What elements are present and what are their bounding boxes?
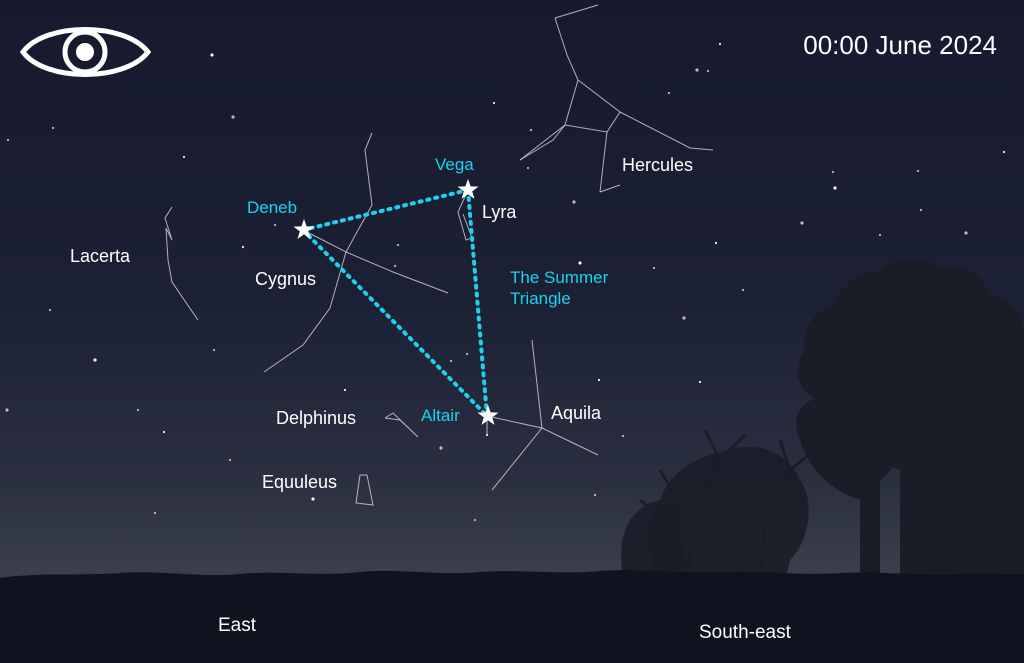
- background-star: [439, 446, 443, 450]
- label-lacerta: Lacerta: [70, 246, 131, 266]
- vega-star: [457, 179, 479, 199]
- background-star: [5, 408, 9, 412]
- eye-icon: [19, 27, 152, 77]
- background-star: [878, 233, 882, 237]
- background-star: [212, 348, 216, 352]
- summer-triangle-lines: [301, 188, 489, 418]
- background-star: [393, 264, 397, 268]
- background-star: [597, 378, 601, 382]
- background-star: [698, 380, 702, 384]
- background-star: [273, 223, 277, 227]
- label-southeast: South-east: [699, 622, 792, 643]
- background-star: [93, 358, 97, 362]
- background-star: [833, 186, 837, 190]
- background-star: [529, 128, 533, 132]
- background-star: [682, 316, 686, 320]
- background-star: [621, 434, 625, 438]
- background-star: [6, 138, 10, 142]
- background-star: [741, 288, 745, 292]
- background-star: [473, 518, 477, 522]
- background-star: [831, 170, 835, 174]
- altair-star: [477, 405, 499, 425]
- tree-branches: [639, 374, 1001, 601]
- label-vega: Vega: [435, 155, 474, 174]
- background-star: [593, 493, 597, 497]
- background-star: [572, 200, 576, 204]
- label-delphinus: Delphinus: [276, 408, 356, 428]
- datetime-label: 00:00 June 2024: [803, 30, 997, 60]
- background-star: [714, 241, 718, 245]
- background-star: [182, 155, 186, 159]
- ground-silhouette: [0, 570, 1024, 663]
- background-star: [396, 243, 400, 247]
- background-star: [153, 511, 157, 515]
- background-star: [231, 115, 235, 119]
- background-star: [449, 359, 453, 363]
- label-altair: Altair: [421, 406, 460, 425]
- label-summer-triangle-line2: Triangle: [510, 289, 571, 308]
- background-star: [241, 245, 245, 249]
- background-star: [706, 69, 710, 73]
- background-star: [800, 221, 804, 225]
- cygnus-lines: [263, 132, 449, 373]
- background-star: [695, 68, 699, 72]
- lyra-lines: [457, 189, 473, 241]
- deneb-star: [293, 219, 315, 239]
- background-star: [667, 91, 671, 95]
- tree-silhouettes: [620, 258, 1024, 600]
- background-star: [162, 430, 166, 434]
- background-star: [210, 53, 214, 57]
- label-cygnus: Cygnus: [255, 269, 316, 289]
- label-east: East: [218, 615, 257, 636]
- background-stars: [5, 42, 1015, 522]
- background-star: [228, 458, 232, 462]
- label-lyra: Lyra: [482, 202, 517, 222]
- label-equuleus: Equuleus: [262, 472, 337, 492]
- label-summer-triangle-line1: The Summer: [510, 268, 609, 287]
- background-star: [919, 208, 923, 212]
- delphinus-lines: [384, 412, 419, 438]
- label-aquila: Aquila: [551, 403, 602, 423]
- background-star: [964, 231, 968, 235]
- background-star: [136, 408, 140, 412]
- background-star: [465, 352, 469, 356]
- background-star: [343, 388, 347, 392]
- background-star: [578, 261, 582, 265]
- background-star: [526, 166, 530, 170]
- label-deneb: Deneb: [247, 198, 297, 217]
- background-star: [51, 126, 55, 130]
- label-hercules: Hercules: [622, 155, 693, 175]
- background-star: [48, 308, 52, 312]
- background-star: [652, 266, 656, 270]
- hercules-lines: [519, 4, 714, 193]
- background-star: [718, 42, 722, 46]
- equuleus-lines: [355, 474, 374, 506]
- background-star: [311, 497, 315, 501]
- background-star: [1002, 150, 1006, 154]
- lacerta-lines: [164, 206, 199, 321]
- background-star: [916, 169, 920, 173]
- background-star: [492, 101, 496, 105]
